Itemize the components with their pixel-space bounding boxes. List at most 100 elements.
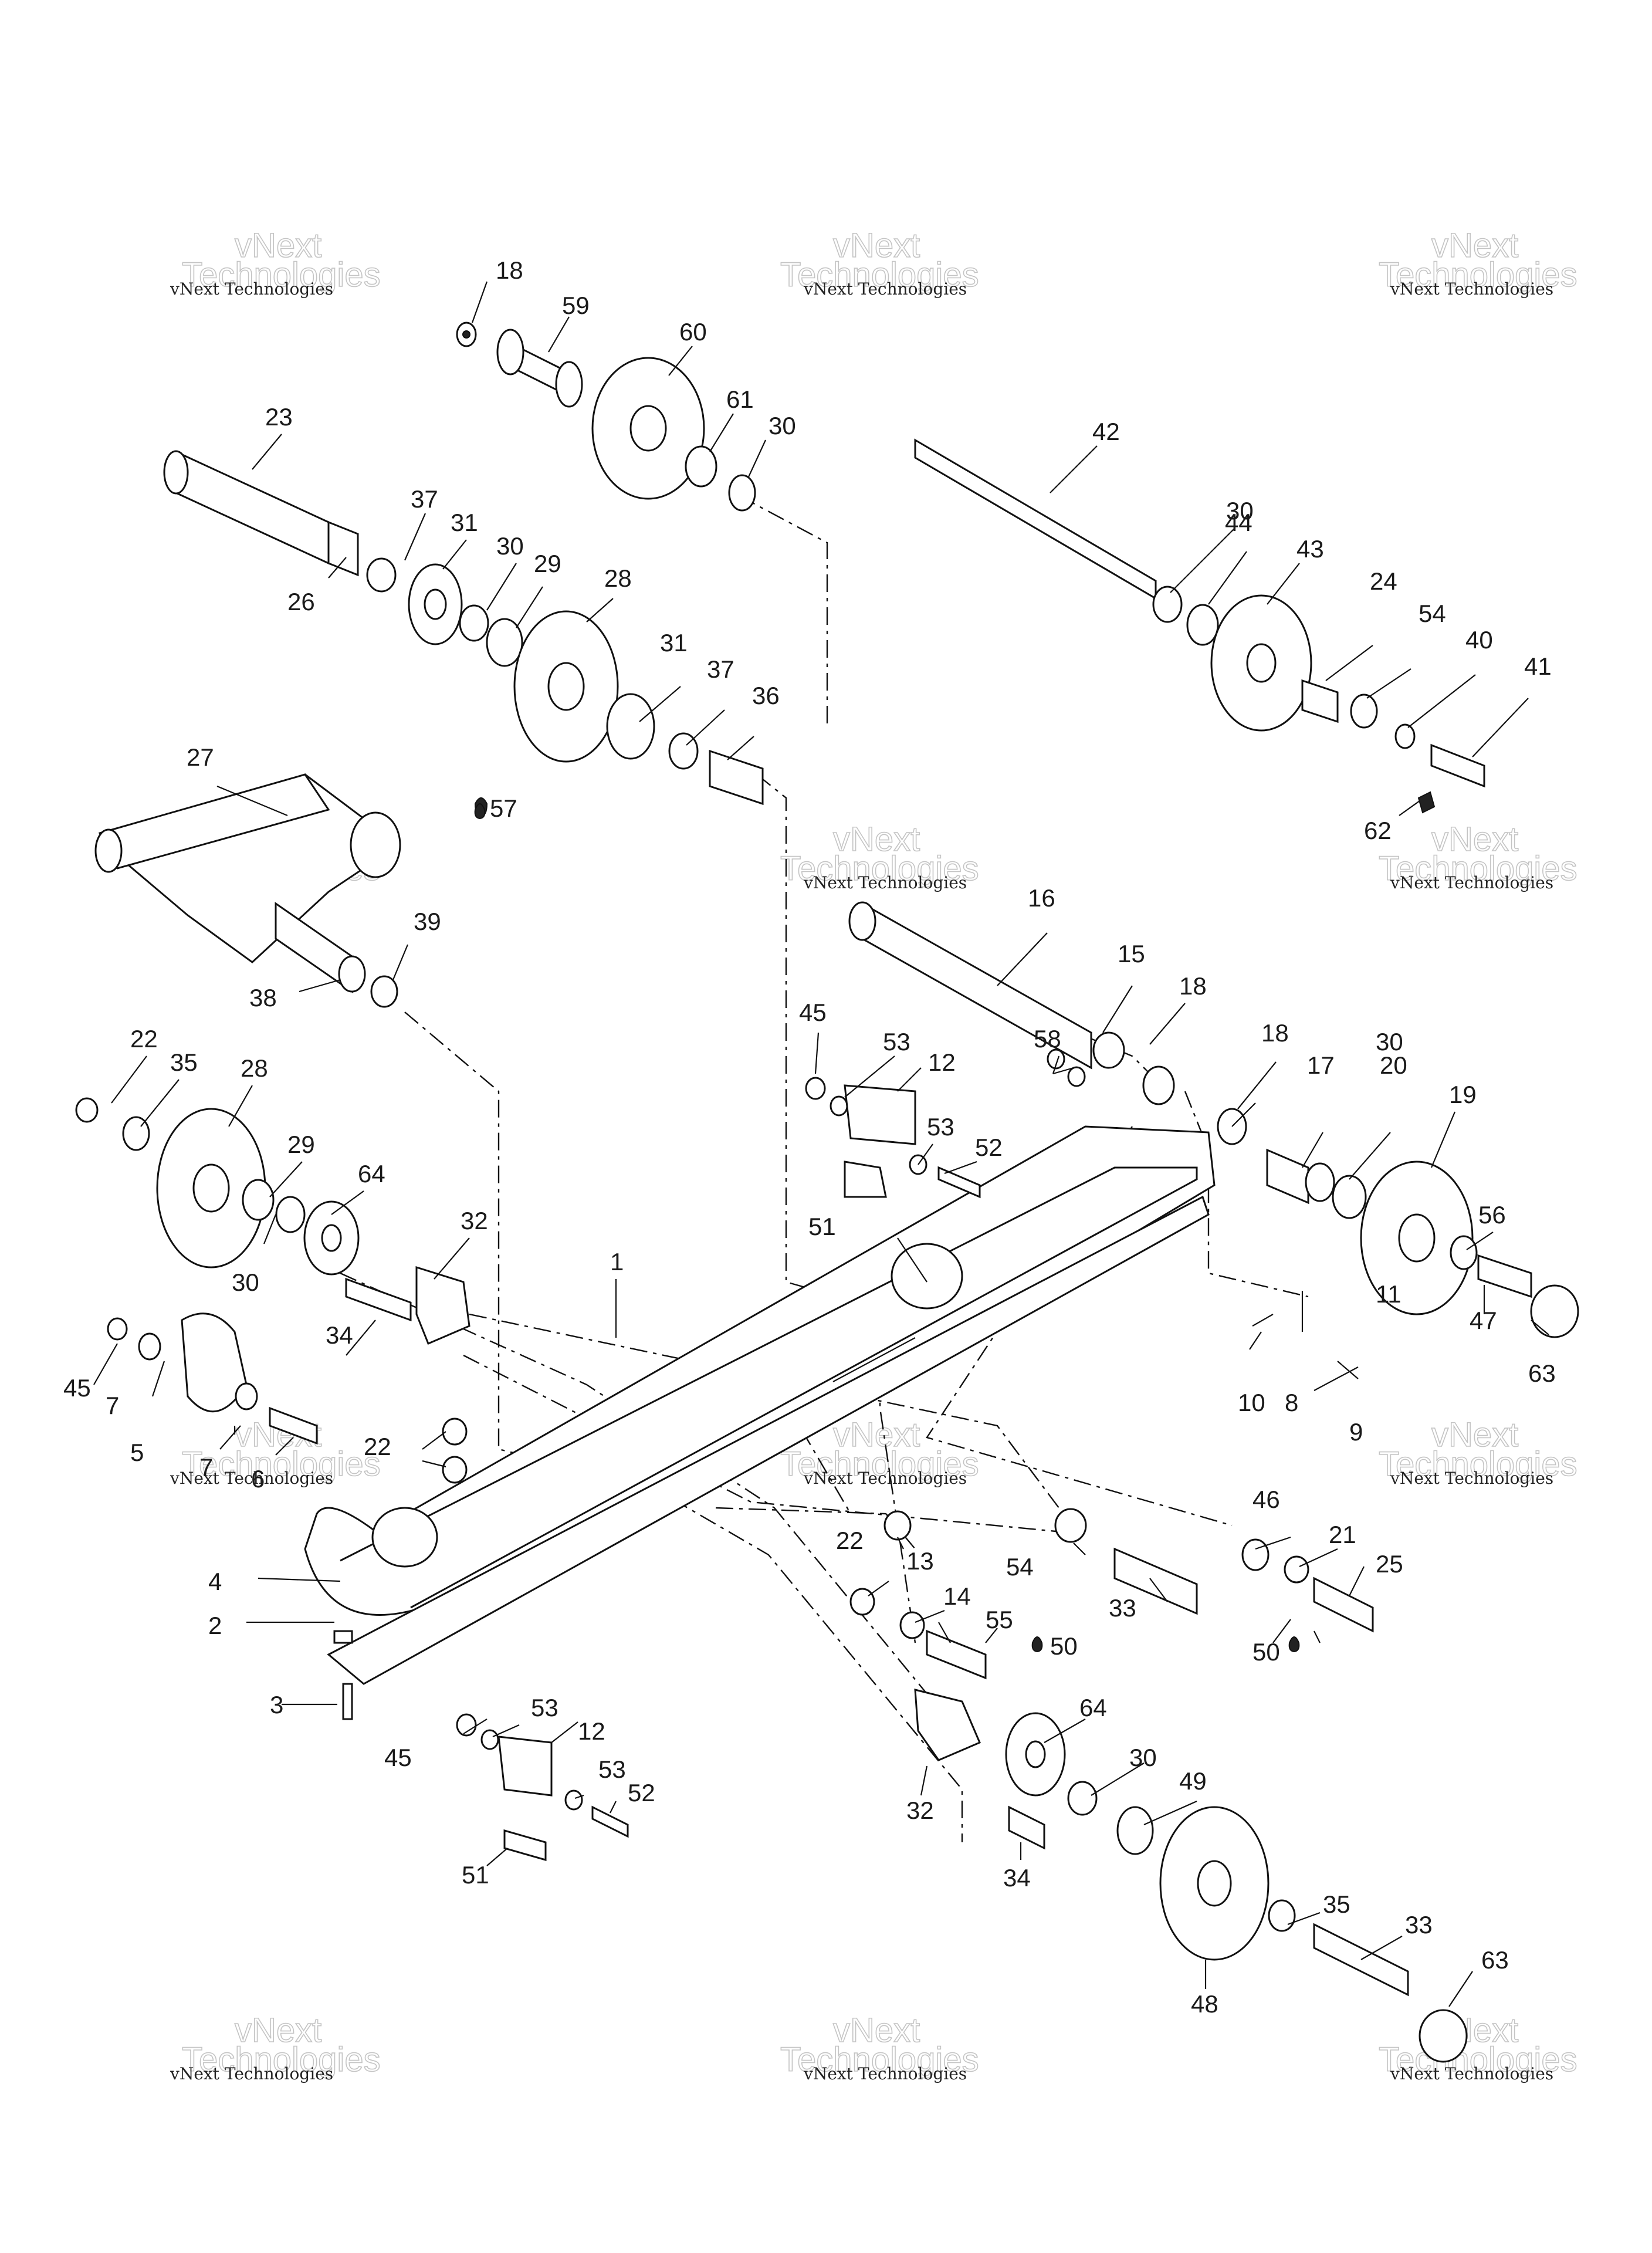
label-18-mid-a: 18 — [1179, 972, 1207, 1000]
label-46: 46 — [1252, 1486, 1280, 1513]
svg-text:vNext: vNext — [833, 2011, 920, 2049]
svg-text:vNext: vNext — [1431, 226, 1518, 265]
label-58: 58 — [1034, 1025, 1061, 1053]
watermark-top-center: vNext Technologies vNext Technologies — [780, 226, 979, 299]
svg-text:vNext: vNext — [1431, 820, 1518, 858]
svg-text:vNext Technologies: vNext Technologies — [803, 873, 967, 892]
svg-text:vNext Technologies: vNext Technologies — [803, 1469, 967, 1488]
label-19: 19 — [1449, 1081, 1477, 1108]
svg-text:vNext Technologies: vNext Technologies — [803, 279, 967, 299]
svg-text:vNext Technologies: vNext Technologies — [170, 2064, 333, 2083]
svg-text:vNext Technologies: vNext Technologies — [1390, 279, 1553, 299]
label-45-c: 45 — [384, 1744, 412, 1771]
label-64-b: 64 — [1079, 1694, 1107, 1721]
label-11: 11 — [1376, 1280, 1402, 1308]
label-53-c: 53 — [531, 1694, 558, 1721]
watermark-lower-right: vNext Technologies vNext Technologies — [1378, 1415, 1577, 1488]
label-29-b: 29 — [287, 1131, 315, 1158]
label-32-a: 32 — [461, 1207, 488, 1234]
label-33-a: 33 — [1109, 1594, 1136, 1622]
label-33-b: 33 — [1405, 1911, 1433, 1939]
label-55: 55 — [986, 1606, 1013, 1633]
label-31-b: 31 — [660, 629, 688, 657]
label-54-b: 54 — [1006, 1553, 1034, 1581]
label-38: 38 — [249, 984, 277, 1012]
svg-text:vNext Technologies: vNext Technologies — [803, 2064, 967, 2083]
label-12-a: 12 — [928, 1048, 956, 1076]
watermark-mid-center: vNext Technologies vNext Technologies — [780, 820, 979, 892]
watermark-mid-right: vNext Technologies vNext Technologies — [1378, 820, 1577, 892]
svg-text:Technologies: Technologies — [780, 1445, 979, 1483]
part-group-front-arm — [94, 773, 488, 1008]
svg-text:Technologies: Technologies — [1379, 2041, 1577, 2079]
label-6: 6 — [251, 1465, 265, 1493]
label-40: 40 — [1465, 626, 1493, 654]
svg-text:Technologies: Technologies — [182, 1445, 381, 1483]
svg-text:Technologies: Technologies — [780, 850, 979, 888]
part-number-labels: 18 59 60 61 30 42 23 37 31 30 29 28 26 3… — [63, 256, 1556, 2018]
label-30-b: 30 — [1226, 497, 1254, 525]
label-10: 10 — [1238, 1389, 1265, 1416]
oil-drop-icon — [1031, 1636, 1043, 1653]
label-64-a: 64 — [358, 1160, 385, 1188]
label-3: 3 — [270, 1691, 283, 1718]
label-34-b: 34 — [1003, 1864, 1031, 1892]
part-group-lower-slider — [456, 1077, 981, 1861]
label-45-a: 45 — [799, 999, 827, 1026]
label-22-a: 22 — [130, 1025, 158, 1053]
label-18-mid-b: 18 — [1261, 1019, 1289, 1047]
watermark-lower-center: vNext Technologies vNext Technologies — [780, 1415, 979, 1488]
label-37-a: 37 — [411, 485, 438, 513]
svg-text:Technologies: Technologies — [1379, 256, 1577, 294]
label-61: 61 — [726, 385, 754, 413]
label-41: 41 — [1524, 652, 1552, 680]
label-37-b: 37 — [707, 655, 734, 683]
label-53-a: 53 — [883, 1028, 910, 1056]
label-34-a: 34 — [326, 1321, 353, 1349]
part-group-center-bolts — [849, 1508, 1374, 1680]
label-5: 5 — [130, 1439, 144, 1466]
label-20: 20 — [1380, 1051, 1407, 1079]
label-16: 16 — [1028, 884, 1055, 912]
watermark-bottom-left: vNext Technologies vNext Technologies — [170, 2011, 381, 2083]
part-group-bottom-wheel — [914, 1689, 1468, 2063]
svg-text:vNext: vNext — [235, 2011, 321, 2049]
part-group-mid-left-wheel — [75, 1097, 470, 1345]
svg-text:vNext Technologies: vNext Technologies — [1390, 1469, 1553, 1488]
label-48: 48 — [1191, 1990, 1218, 2018]
label-1: 1 — [610, 1248, 624, 1276]
label-18-top: 18 — [496, 256, 523, 284]
label-28-b: 28 — [241, 1054, 268, 1082]
svg-text:Technologies: Technologies — [1379, 850, 1577, 888]
oil-drop-icon — [1288, 1636, 1300, 1653]
label-27: 27 — [187, 743, 214, 771]
part-group-rail — [304, 1125, 1216, 1685]
oil-drop-icon — [474, 803, 486, 820]
label-17: 17 — [1307, 1051, 1335, 1079]
label-22-b: 22 — [364, 1433, 391, 1460]
label-39: 39 — [414, 908, 441, 935]
label-54-top: 54 — [1419, 600, 1446, 627]
label-59: 59 — [562, 292, 590, 319]
watermark-bottom-right: vNext Technologies vNext Technologies — [1378, 2011, 1577, 2083]
leader-lines — [93, 281, 1549, 2007]
label-35-b: 35 — [1323, 1890, 1350, 1918]
label-4: 4 — [208, 1568, 222, 1595]
label-56: 56 — [1478, 1201, 1506, 1229]
label-15: 15 — [1118, 940, 1145, 967]
label-2: 2 — [208, 1612, 222, 1639]
label-51-b: 51 — [462, 1861, 489, 1889]
svg-text:Technologies: Technologies — [780, 2041, 979, 2079]
watermark-bottom-center: vNext Technologies vNext Technologies — [780, 2011, 979, 2083]
label-28-a: 28 — [604, 564, 632, 592]
label-36: 36 — [752, 682, 780, 709]
label-63-a: 63 — [1528, 1359, 1556, 1387]
label-45-b: 45 — [63, 1374, 91, 1402]
label-21: 21 — [1329, 1521, 1356, 1548]
label-35-a: 35 — [170, 1048, 198, 1076]
svg-text:vNext Technologies: vNext Technologies — [1390, 2064, 1553, 2083]
label-52-b: 52 — [628, 1779, 655, 1807]
label-43: 43 — [1296, 535, 1324, 563]
part-group-mid-shaft — [848, 901, 1579, 1338]
svg-text:Technologies: Technologies — [182, 2041, 381, 2079]
